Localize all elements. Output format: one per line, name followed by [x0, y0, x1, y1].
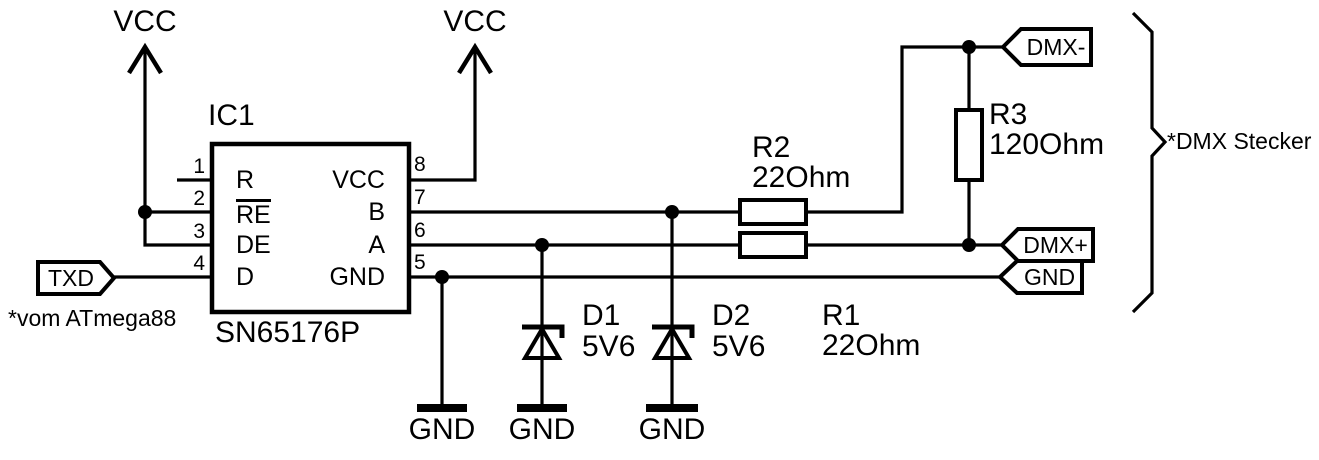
junction-dot — [962, 40, 976, 54]
d1-value-label: 5V6 — [582, 330, 636, 363]
d1-ref-label: D1 — [582, 299, 621, 332]
d2-cathode-bar — [652, 324, 695, 338]
note-dmx-connector: *DMX Stecker — [1167, 128, 1312, 154]
diode-d1-symbol — [521, 324, 565, 360]
dmx-connector-brace — [1131, 11, 1168, 314]
d1-anode-triangle — [521, 325, 563, 360]
d2-value-label: 5V6 — [712, 330, 766, 363]
junction-dot — [665, 205, 679, 219]
pin2-number: 2 — [193, 187, 205, 210]
pin8-number: 8 — [414, 153, 426, 176]
dmx-minus-flag-label: DMX- — [1026, 34, 1086, 60]
junction-dot — [962, 238, 976, 252]
vcc-right-label: VCC — [443, 5, 507, 38]
pin3-number: 3 — [193, 220, 205, 243]
pin5-number: 5 — [414, 251, 426, 274]
r2-value-label: 22Ohm — [752, 161, 851, 194]
vcc-arrow-left-icon — [127, 42, 163, 75]
vcc-left-label: VCC — [113, 5, 177, 38]
resistor-r3-body — [954, 108, 984, 182]
vcc-arrow-right-icon — [457, 42, 493, 75]
pin1-name: R — [236, 166, 255, 194]
r3-ref-label: R3 — [989, 98, 1028, 131]
pin5-name: GND — [329, 263, 385, 291]
dmx-plus-flag-label: DMX+ — [1023, 232, 1088, 258]
ic-body — [209, 141, 412, 315]
wire-b-net — [409, 45, 1003, 214]
gnd-label-2: GND — [508, 413, 576, 446]
flag-dmx-plus — [999, 227, 1095, 263]
diode-d2-symbol — [651, 324, 695, 360]
ic-ref-label: IC1 — [208, 99, 255, 132]
flag-txd — [36, 260, 117, 296]
pin3-name: DE — [236, 231, 271, 259]
pin2-name-overline: RE — [236, 199, 271, 229]
gnd-label-1: GND — [408, 413, 476, 446]
d2-anode-triangle — [651, 325, 693, 360]
junction-dot — [535, 238, 549, 252]
pin2-name: RE — [236, 199, 271, 231]
pin6-number: 6 — [414, 219, 426, 242]
r3-value-label: 120Ohm — [989, 128, 1105, 161]
pin1-number: 1 — [193, 155, 205, 178]
flag-gnd — [997, 259, 1084, 295]
wire-vcc-right-net — [409, 48, 477, 182]
gnd-flag-label: GND — [1023, 264, 1076, 290]
note-txd-source: *vom ATmega88 — [8, 305, 177, 331]
resistor-r1-body — [738, 231, 808, 259]
r1-value-label: 22Ohm — [822, 329, 921, 362]
pin8-name: VCC — [332, 166, 385, 194]
junction-dot — [138, 205, 152, 219]
wire-gnd-net — [409, 275, 1000, 406]
ic-part-label: SN65176P — [215, 316, 361, 349]
pin7-number: 7 — [414, 186, 426, 209]
junction-dot — [435, 270, 449, 284]
r2-ref-label: R2 — [752, 131, 791, 164]
d2-ref-label: D2 — [712, 299, 751, 332]
resistor-r2-body — [738, 198, 808, 226]
pin4-number: 4 — [193, 252, 205, 275]
flag-dmx-minus — [1000, 27, 1093, 67]
gnd-label-3: GND — [638, 413, 706, 446]
wire-vcc-left-net — [143, 48, 212, 247]
r1-ref-label: R1 — [822, 299, 861, 332]
txd-flag-label: TXD — [48, 265, 94, 291]
pin4-name: D — [236, 263, 255, 291]
d1-cathode-bar — [522, 324, 565, 338]
pin6-name: A — [368, 231, 385, 259]
pin7-name: B — [368, 198, 385, 226]
